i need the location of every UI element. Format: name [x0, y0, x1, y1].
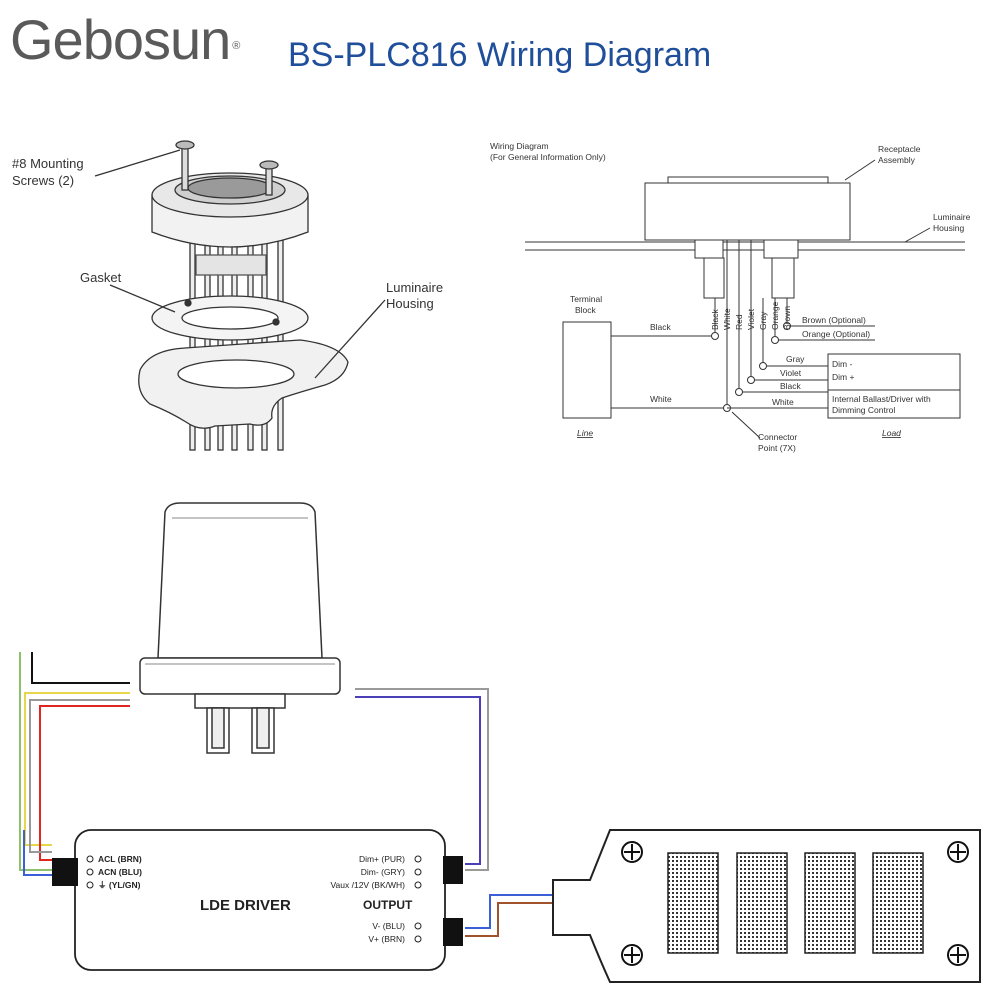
terminal-label-2: Block [575, 305, 597, 315]
screw-icon [621, 841, 643, 863]
led-panel [736, 852, 788, 954]
schematic-housing-1: Luminaire [933, 212, 971, 222]
wire-label-brown: Brown [782, 306, 792, 330]
load-box [827, 353, 961, 419]
white-load-label: White [772, 397, 794, 407]
black-load-label: Black [780, 381, 802, 391]
ac-input-wires [19, 652, 130, 876]
screws-label-1: #8 Mounting [12, 156, 84, 171]
output-label: OUTPUT [363, 898, 413, 912]
orange-optional-label: Orange (Optional) [802, 329, 870, 339]
housing-label-1: Luminaire [386, 280, 443, 295]
load-label: Load [882, 428, 901, 438]
terminal-block [562, 321, 612, 419]
screw-icon [947, 841, 969, 863]
vaux-pin-label: Vaux /12V (BK/WH) [331, 880, 406, 890]
brand-logo: Gebosun® [10, 8, 240, 71]
mounting-screw-left [175, 140, 195, 191]
mount-illustration [94, 140, 386, 451]
wire-label-black: Black [710, 308, 720, 330]
dim-plus-pin-label: Dim+ (PUR) [359, 854, 405, 864]
output-wires [465, 894, 553, 937]
acn-label: ACN (BLU) [98, 867, 142, 877]
lamp-screws [621, 841, 969, 966]
wire-color-labels: Black White Red Violet Gray Orange Brown [710, 301, 792, 330]
wire-label-violet: Violet [746, 308, 756, 330]
white-line-label: White [650, 394, 672, 404]
logo-text: Gebosun [10, 8, 231, 71]
ground-label: ⏚ (YL/GN) [98, 880, 141, 890]
acl-label: ACL (BRN) [98, 854, 142, 864]
wire-label-red: Red [734, 314, 744, 330]
dim-plus-label: Dim + [832, 372, 854, 382]
connector-label-2: Point (7X) [758, 443, 796, 453]
screws-label-2: Screws (2) [12, 173, 74, 188]
violet-load-label: Violet [780, 368, 802, 378]
wiring-schematic [525, 159, 965, 439]
terminal-label-1: Terminal [570, 294, 602, 304]
lde-driver [52, 829, 463, 971]
dim-minus-label: Dim - [832, 359, 852, 369]
dim-control-wires [355, 688, 489, 871]
line-label: Line [577, 428, 593, 438]
schematic-housing-2: Housing [933, 223, 964, 233]
led-panel [667, 852, 719, 954]
screw-icon [621, 944, 643, 966]
gasket-label: Gasket [80, 270, 122, 285]
led-panel [804, 852, 856, 954]
wire-label-gray: Gray [758, 311, 768, 330]
connector-label-1: Connector [758, 432, 797, 442]
wire-label-white: White [722, 308, 732, 330]
v-plus-label: V+ (BRN) [368, 934, 405, 944]
led-panels [667, 852, 924, 954]
receptacle-label-1: Receptacle [878, 144, 921, 154]
ballast-label-2: Dimming Control [832, 405, 895, 415]
ballast-label-1: Internal Ballast/Driver with [832, 394, 931, 404]
page-title: BS-PLC816 Wiring Diagram [288, 36, 712, 74]
brown-optional-label: Brown (Optional) [802, 315, 866, 325]
black-line-label: Black [650, 322, 672, 332]
receptacle-label-2: Assembly [878, 155, 916, 165]
gray-load-label: Gray [786, 354, 805, 364]
dim-minus-pin-label: Dim- (GRY) [361, 867, 405, 877]
wire-label-orange: Orange [770, 301, 780, 330]
receptacle-assembly [644, 182, 851, 241]
v-minus-label: V- (BLU) [372, 921, 405, 931]
led-panel [872, 852, 924, 954]
photocontrol-unit [139, 502, 341, 754]
schematic-heading-1: Wiring Diagram [490, 141, 549, 151]
driver-name: LDE DRIVER [200, 897, 291, 914]
mounting-screw-right [259, 160, 279, 196]
screw-icon [947, 944, 969, 966]
schematic-heading-2: (For General Information Only) [490, 152, 606, 162]
housing-label-2: Housing [386, 296, 434, 311]
